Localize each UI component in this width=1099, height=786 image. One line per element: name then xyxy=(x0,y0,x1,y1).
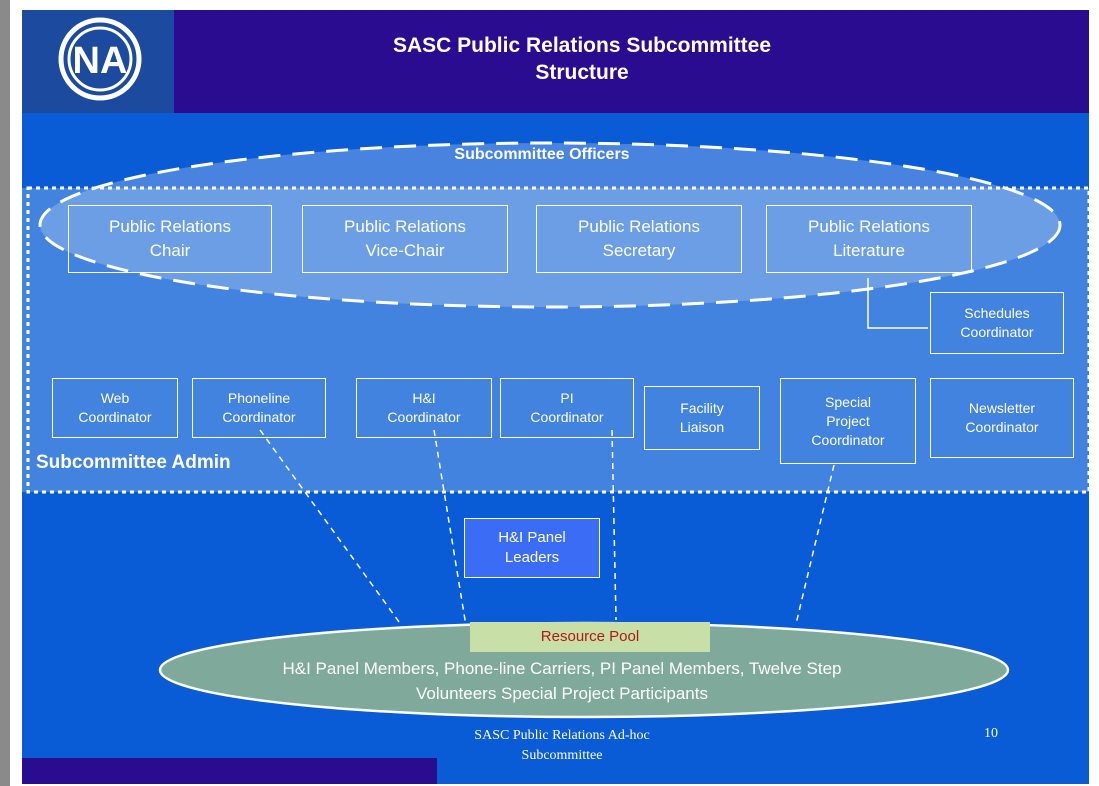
logo-text: NA xyxy=(73,40,128,82)
facility-line-1: Facility xyxy=(680,400,724,416)
schedules-coordinator-box: Schedules Coordinator xyxy=(930,292,1064,354)
web-line-2: Coordinator xyxy=(78,409,152,425)
hi-panel-leaders-line-2: Leaders xyxy=(504,549,560,566)
special-line-3: Coordinator xyxy=(811,431,885,448)
hi-panel-leaders-box: H&I Panel Leaders xyxy=(464,518,600,578)
phoneline-line-1: Phoneline xyxy=(227,390,291,406)
hi-line-2: Coordinator xyxy=(387,409,461,425)
special-project-connector xyxy=(795,464,835,625)
title-line-2: Structure xyxy=(535,61,629,84)
web-line-1: Web xyxy=(100,390,130,406)
footer-line-1: SASC Public Relations Ad-hoc xyxy=(474,728,650,743)
role-chair-box: Public Relations Chair xyxy=(68,205,272,273)
facility-liaison-box: Facility Liaison xyxy=(644,386,760,450)
special-line-1: Special xyxy=(825,393,871,410)
newsletter-line-1: Newsletter xyxy=(968,400,1036,416)
resource-pool-label: Resource Pool xyxy=(470,622,710,652)
hi-connector xyxy=(433,429,467,627)
special-project-coordinator-box: Special Project Coordinator xyxy=(780,378,916,464)
officers-group-label: Subcommittee Officers xyxy=(454,146,630,163)
pi-coordinator-box: PI Coordinator xyxy=(500,378,634,438)
role-chair-line-2: Chair xyxy=(149,241,191,260)
resource-pool-line-1: H&I Panel Members, Phone-line Carriers, … xyxy=(282,659,842,678)
connector-layer xyxy=(26,141,1089,719)
officers-ellipse xyxy=(38,141,1062,309)
phoneline-line-2: Coordinator xyxy=(222,409,296,425)
role-chair-line-1: Public Relations xyxy=(109,217,231,236)
footer-line-2: Subcommittee xyxy=(521,748,603,763)
facility-line-2: Liaison xyxy=(679,419,725,435)
phoneline-coordinator-box: Phoneline Coordinator xyxy=(192,378,326,438)
slide: NA SASC Public Relations Subcommittee St… xyxy=(22,10,1089,784)
newsletter-line-2: Coordinator xyxy=(965,419,1039,435)
page-number: 10 xyxy=(984,726,998,741)
hi-line-1: H&I xyxy=(412,390,436,406)
role-secretary-line-1: Public Relations xyxy=(578,217,700,236)
hi-coordinator-box: H&I Coordinator xyxy=(356,378,492,438)
na-logo-icon: NA xyxy=(58,17,142,101)
right-frame-bar xyxy=(1089,0,1099,786)
footer-text: SASC Public Relations Ad-hoc Subcommitte… xyxy=(422,726,702,766)
footer-bar xyxy=(22,758,437,784)
admin-band xyxy=(22,188,1089,492)
logo-panel: NA xyxy=(22,10,174,113)
role-vice-chair-box: Public Relations Vice-Chair xyxy=(302,205,508,273)
resource-pool-line-2: Volunteers Special Project Participants xyxy=(416,684,708,703)
resource-pool-text: H&I Panel Members, Phone-line Carriers, … xyxy=(162,656,962,706)
schedules-line-1: Schedules xyxy=(964,305,1030,321)
role-secretary-line-2: Secretary xyxy=(602,241,676,260)
left-frame-bar xyxy=(0,0,10,786)
schedules-connector xyxy=(867,278,928,329)
hi-panel-leaders-line-1: H&I Panel xyxy=(498,529,566,546)
special-line-2: Project xyxy=(826,412,870,429)
role-secretary-box: Public Relations Secretary xyxy=(536,205,742,273)
admin-group-label: Subcommittee Admin xyxy=(36,452,231,473)
pi-connector xyxy=(611,429,617,621)
title-line-1: SASC Public Relations Subcommittee xyxy=(392,34,772,57)
pi-line-2: Coordinator xyxy=(530,409,604,425)
role-vice-chair-line-2: Vice-Chair xyxy=(365,241,445,260)
schedules-line-2: Coordinator xyxy=(960,324,1034,340)
header-bar xyxy=(22,10,1089,113)
web-coordinator-box: Web Coordinator xyxy=(52,378,178,438)
role-literature-box: Public Relations Literature xyxy=(766,205,972,273)
slide-title: SASC Public Relations Subcommittee Struc… xyxy=(222,32,942,86)
admin-band-border xyxy=(26,186,1089,494)
role-literature-line-1: Public Relations xyxy=(808,217,930,236)
pi-line-1: PI xyxy=(560,390,574,406)
role-vice-chair-line-1: Public Relations xyxy=(344,217,466,236)
phoneline-connector xyxy=(259,429,403,627)
role-literature-line-2: Literature xyxy=(833,241,905,260)
newsletter-coordinator-box: Newsletter Coordinator xyxy=(930,378,1074,458)
